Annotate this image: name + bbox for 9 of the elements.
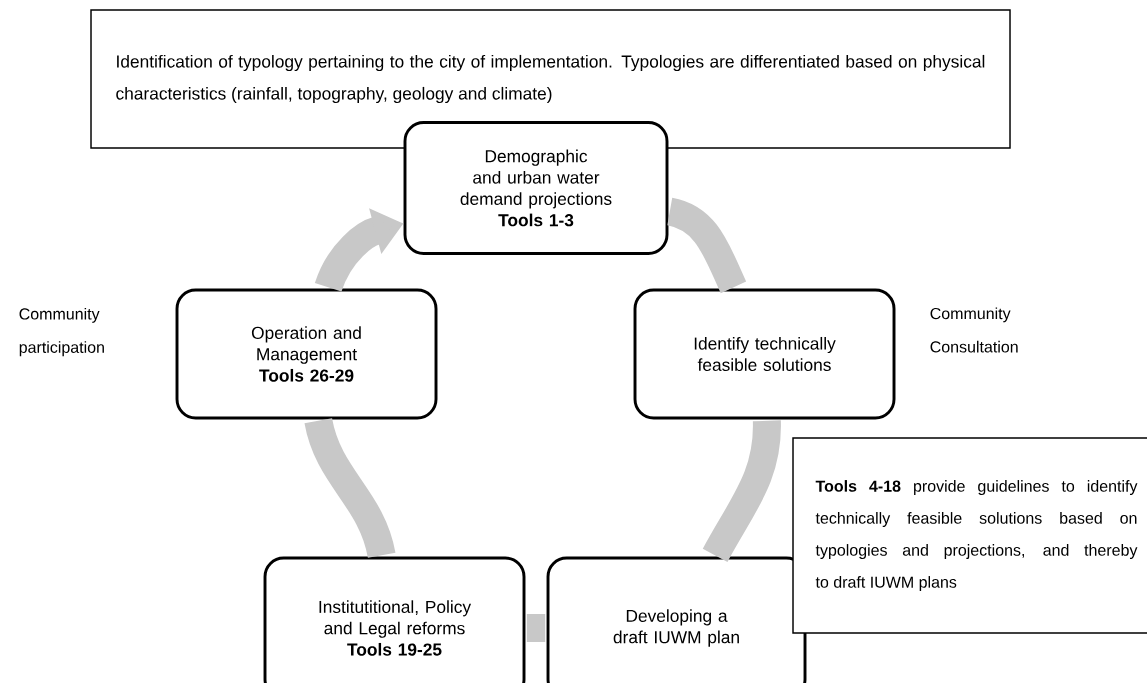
process-box: Developing a draft IUWM plan: [546, 556, 807, 683]
note-box: Tools 4-18 provide guidelines to identify technically feasible solutions based on typologies and projections, and thereby to draft IUWM plans: [792, 437, 1147, 634]
process-box: Institutitional, Policy and Legal reforms Tools 19-25: [263, 556, 526, 683]
process-box: Identify technically feasible solutions: [633, 288, 896, 420]
process-box: Demographic and urban water demand projections Tools 1-3: [403, 121, 669, 255]
side-note: Community Consultation: [930, 307, 1018, 353]
note-box: Identification of typology pertaining to the city of implementation. Typologies are differentiated based on physical characteristics (rainfall, topography, geology and climate): [90, 9, 1011, 149]
process-box: Operation and Management Tools 26-29: [175, 288, 438, 420]
side-note: Community participation: [19, 307, 104, 357]
